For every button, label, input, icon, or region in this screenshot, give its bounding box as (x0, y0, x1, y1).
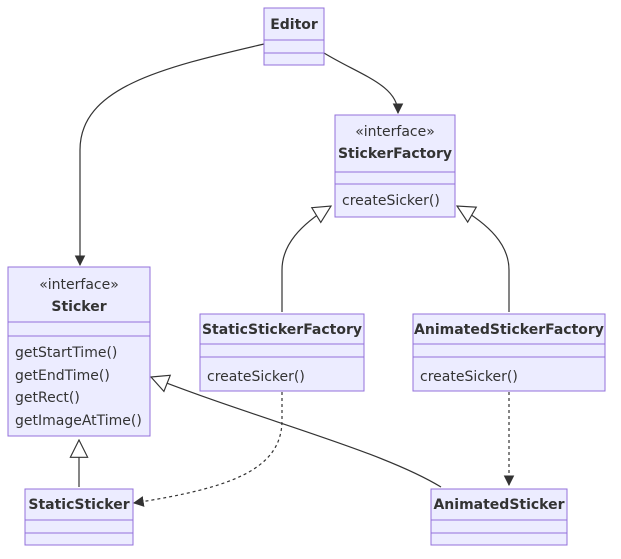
edge-editor-to-sticker (74, 43, 265, 267)
class-name: StickerFactory (338, 146, 452, 162)
method-create-sicker: createSicker() (342, 193, 440, 209)
class-name: AnimatedSticker (433, 497, 564, 513)
edge-editor-to-stickerfactory (323, 52, 404, 115)
method-get-start-time: getStartTime() (15, 345, 117, 361)
method-get-rect: getRect() (15, 390, 80, 406)
class-animated-sticker[interactable]: AnimatedSticker (430, 488, 568, 546)
class-stereotype: «interface» (355, 124, 435, 140)
class-stereotype: «interface» (39, 277, 119, 293)
edges (74, 43, 515, 507)
class-sticker-factory[interactable]: «interface» StickerFactory createSicker(… (334, 114, 456, 218)
edge-animatedfactory-to-stickerfactory (457, 206, 510, 312)
class-animated-sticker-factory[interactable]: AnimatedStickerFactory createSicker() (412, 313, 606, 392)
class-editor[interactable]: Editor (263, 7, 325, 66)
method-create-sicker: createSicker() (207, 369, 305, 385)
class-name: Sticker (51, 299, 106, 315)
class-name: Editor (270, 17, 318, 33)
class-sticker[interactable]: «interface» Sticker getStartTime() getEn… (7, 266, 151, 437)
edge-animatedsticker-to-sticker (151, 377, 442, 488)
class-name: AnimatedStickerFactory (414, 322, 604, 338)
edge-staticfactory-to-staticsticker (132, 392, 283, 507)
method-get-end-time: getEndTime() (15, 368, 110, 384)
method-create-sicker: createSicker() (420, 369, 518, 385)
class-name: StaticSticker (28, 497, 129, 513)
method-get-image-at-time: getImageAtTime() (15, 413, 142, 429)
class-static-sticker[interactable]: StaticSticker (24, 488, 134, 546)
edge-staticfactory-to-stickerfactory (281, 206, 331, 312)
class-name: StaticStickerFactory (202, 322, 362, 338)
class-static-sticker-factory[interactable]: StaticStickerFactory createSicker() (199, 313, 365, 392)
